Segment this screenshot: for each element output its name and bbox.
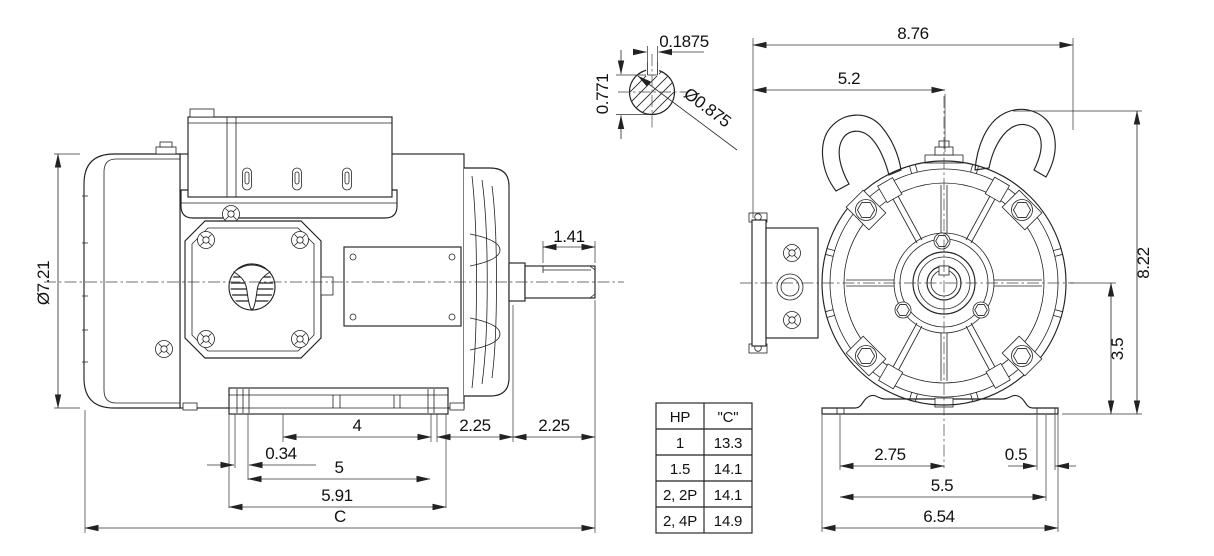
screw-icon	[197, 330, 215, 348]
keyway-slot	[647, 62, 658, 76]
cell-hp-4: 2, 4P	[663, 513, 697, 530]
dim-foot-width: 6.54	[923, 507, 955, 526]
table-row: 2, 4P 14.9	[663, 513, 742, 530]
dim-slot-width: 0.5	[1005, 445, 1027, 464]
hex-bolt-icon	[855, 345, 877, 367]
brand-logo-icon	[228, 263, 276, 311]
screw-icon	[783, 244, 801, 262]
front-view	[740, 96, 1074, 468]
dim-foot-length: 5	[334, 458, 343, 477]
dim-overall-length: C	[334, 507, 346, 526]
dim-hole-spacing: 5.5	[931, 476, 953, 495]
dim-2-25-right: 2.25	[538, 416, 570, 435]
hub-bolt-icon	[933, 232, 951, 250]
screw-icon	[155, 340, 173, 358]
dim-frame-diameter: Ø7.21	[34, 261, 53, 305]
cell-c-2: 14.1	[714, 461, 742, 478]
side-view-dimensions: Ø7.21 1.41 4 2.25 2.25 0.34 5 5.91 C	[34, 153, 596, 533]
hub-bolt-icon	[972, 301, 990, 319]
fan-cover	[82, 141, 181, 409]
hex-bolt-icon	[1011, 199, 1033, 221]
table-row: 1.5 14.1	[670, 461, 743, 478]
hp-table: HP "C" 1 13.3 1.5 14.1 2, 2P 14.1 2, 4P …	[655, 402, 753, 534]
cell-hp-3: 2, 2P	[663, 487, 697, 504]
dim-center-to-base: 3.5	[1108, 338, 1127, 360]
dim-shaft-extension: 1.41	[553, 227, 585, 246]
dim-foot-lead: 0.34	[265, 444, 297, 463]
dim-hole-to-center: 2.75	[874, 445, 906, 464]
conduit-cover-plate	[184, 220, 334, 359]
front-centerlines	[740, 96, 1074, 468]
hatching	[630, 70, 674, 114]
table-row: 2, 2P 14.1	[663, 487, 742, 504]
front-view-dimensions: 8.76 5.2 8.22 3.5 2.75 0.5 5.5 6.54	[752, 24, 1153, 532]
cell-hp-2: 1.5	[670, 461, 690, 478]
cell-c-4: 14.9	[714, 513, 742, 530]
lifting-ears	[821, 108, 1056, 192]
screw-icon	[291, 231, 309, 249]
cell-hp-1: 1	[676, 435, 684, 452]
dim-base-length: 5.91	[321, 486, 353, 505]
table-header-hp: HP	[670, 409, 691, 426]
screw-icon	[291, 330, 309, 348]
dim-center-offset: 5.2	[838, 69, 860, 88]
nameplate	[343, 246, 462, 327]
dim-shaft-diameter: Ø0.875	[680, 84, 734, 131]
dim-overall-height: 8.22	[1134, 247, 1153, 279]
screw-icon	[197, 231, 215, 249]
dim-foot-hole-span: 4	[352, 416, 361, 435]
hub-bolt-icon	[894, 301, 912, 319]
shaft-section-detail	[618, 54, 688, 128]
side-view	[44, 108, 624, 415]
screw-icon	[222, 205, 240, 223]
dim-keyway-width: 0.1875	[659, 32, 709, 51]
dim-shaft-flat-height: 0.771	[593, 74, 612, 115]
dim-overall-width: 8.76	[897, 24, 929, 43]
terminal-box	[180, 108, 398, 223]
hex-bolt-icon	[855, 199, 877, 221]
screw-icon	[783, 311, 801, 329]
dim-2-25-left: 2.25	[459, 416, 491, 435]
mounting-base	[182, 387, 465, 415]
cell-c-1: 13.3	[714, 435, 742, 452]
cell-c-3: 14.1	[714, 487, 742, 504]
table-header-c: "C"	[718, 409, 739, 426]
table-row: 1 13.3	[676, 435, 742, 452]
hex-bolt-icon	[1011, 345, 1033, 367]
